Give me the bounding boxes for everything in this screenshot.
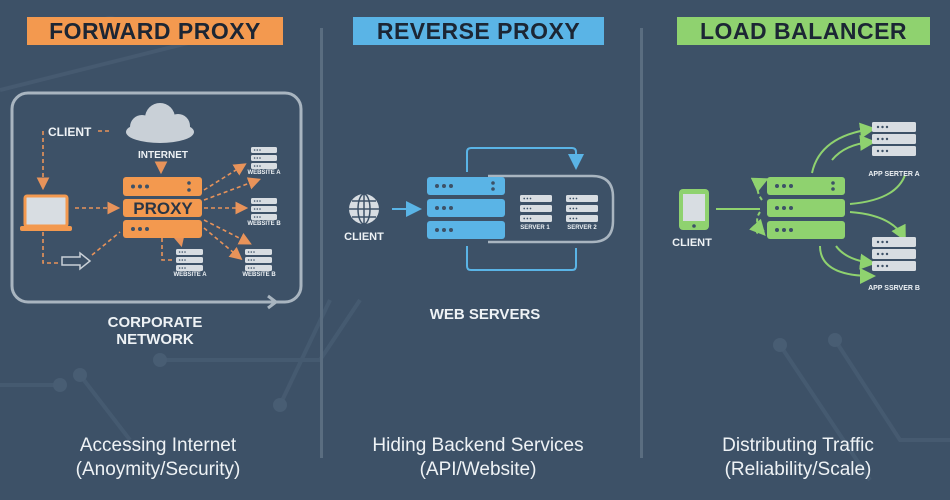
- connector: [203, 227, 243, 261]
- circuit-trace: [778, 343, 872, 482]
- client-label: CLIENT: [344, 231, 384, 243]
- circuit-trace: [0, 38, 201, 92]
- proxy-server-stack: [123, 177, 202, 238]
- group-label-line: CORPORATE: [107, 314, 203, 331]
- caption-line: Hiding Backend Services: [372, 435, 584, 456]
- route-arc: [849, 174, 906, 205]
- corporate-network-frame: [10, 91, 303, 304]
- corporate-network-label: CORPORATE NETWORK: [80, 314, 230, 348]
- client-label: CLIENT: [48, 125, 92, 139]
- server-label: SERVER 1: [520, 225, 550, 231]
- circuit-node: [153, 353, 167, 367]
- website-label: WEBSITE B: [242, 272, 276, 278]
- forward-proxy-diagram: CLIENT INTERNET PROXY WEBSITE A WEBSITE …: [10, 91, 303, 310]
- request-loop-arrow: [466, 147, 584, 172]
- circuit-trace: [833, 338, 950, 442]
- caption-line: (Reliability/Scale): [724, 459, 872, 480]
- reverse-proxy-caption: Hiding Backend Services (API/Website): [328, 434, 628, 482]
- server-rack-icon: [520, 195, 552, 222]
- connector: [91, 231, 121, 256]
- caption-line: Distributing Traffic: [722, 435, 874, 456]
- server-label: APP SERTER A: [868, 171, 919, 178]
- load-balancer-diagram: CLIENT APP SERTER A APP SSRVER B: [672, 122, 920, 292]
- circuit-node: [828, 333, 842, 347]
- route-arc: [831, 134, 876, 161]
- connector: [161, 238, 173, 261]
- caption-line: (API/Website): [419, 459, 537, 480]
- load-balancer-caption: Distributing Traffic (Reliability/Scale): [648, 434, 948, 482]
- load-balancer-stack: [767, 177, 845, 239]
- web-servers-frame: [488, 174, 615, 244]
- website-label: WEBSITE A: [173, 272, 207, 278]
- panel-divider: [320, 28, 323, 458]
- forward-proxy-caption: Accessing Internet (Anoymity/Security): [8, 434, 308, 482]
- connector: [203, 219, 252, 245]
- server-label: APP SSRVER B: [868, 285, 920, 292]
- health-check-arc: [749, 211, 766, 236]
- connector: [42, 232, 60, 264]
- server-rack-icon: [872, 122, 916, 156]
- connector: [203, 177, 262, 201]
- server-rack-icon: [251, 147, 277, 169]
- web-servers-label: WEB SERVERS: [429, 306, 541, 323]
- globe-icon: [349, 193, 379, 225]
- circuit-node: [73, 368, 87, 382]
- caption-line: (Anoymity/Security): [75, 459, 241, 480]
- network-arrow-icon: [262, 294, 279, 310]
- server-rack-icon: [251, 198, 277, 220]
- website-label: WEBSITE B: [247, 221, 281, 227]
- caption-line: Accessing Internet: [79, 435, 237, 456]
- circuit-node: [53, 378, 67, 392]
- website-label: WEBSITE A: [247, 170, 281, 176]
- server-label: SERVER 2: [567, 225, 597, 231]
- panel-divider: [640, 28, 643, 458]
- load-balancer-title: LOAD BALANCER: [677, 17, 930, 45]
- health-check-arc: [750, 177, 769, 201]
- circuit-node: [773, 338, 787, 352]
- route-arc: [849, 211, 906, 242]
- reverse-proxy-diagram: CLIENT SERVER 1 SERVER 2: [344, 147, 615, 271]
- circuit-trace: [78, 373, 132, 442]
- internet-label: INTERNET: [138, 150, 188, 161]
- laptop-icon: [20, 194, 72, 231]
- response-loop-arrow: [466, 246, 577, 271]
- server-rack-icon: [245, 249, 272, 271]
- route-arc: [835, 245, 876, 270]
- forward-proxy-title: FORWARD PROXY: [27, 17, 283, 45]
- proxy-label: PROXY: [133, 199, 193, 218]
- reverse-proxy-stack: [427, 177, 505, 239]
- server-rack-icon: [176, 249, 203, 271]
- outbound-arrow-icon: [61, 251, 92, 271]
- smartphone-icon: [679, 189, 709, 230]
- route-arc: [811, 122, 876, 174]
- cloud-icon: [126, 103, 194, 143]
- route-arc: [819, 245, 876, 284]
- client-label: CLIENT: [672, 237, 712, 249]
- circuit-node: [273, 398, 287, 412]
- server-rack-icon: [872, 237, 916, 271]
- reverse-proxy-title: REVERSE PROXY: [353, 17, 604, 45]
- connector: [203, 163, 247, 191]
- group-label-line: NETWORK: [116, 331, 194, 348]
- server-rack-icon: [566, 195, 598, 222]
